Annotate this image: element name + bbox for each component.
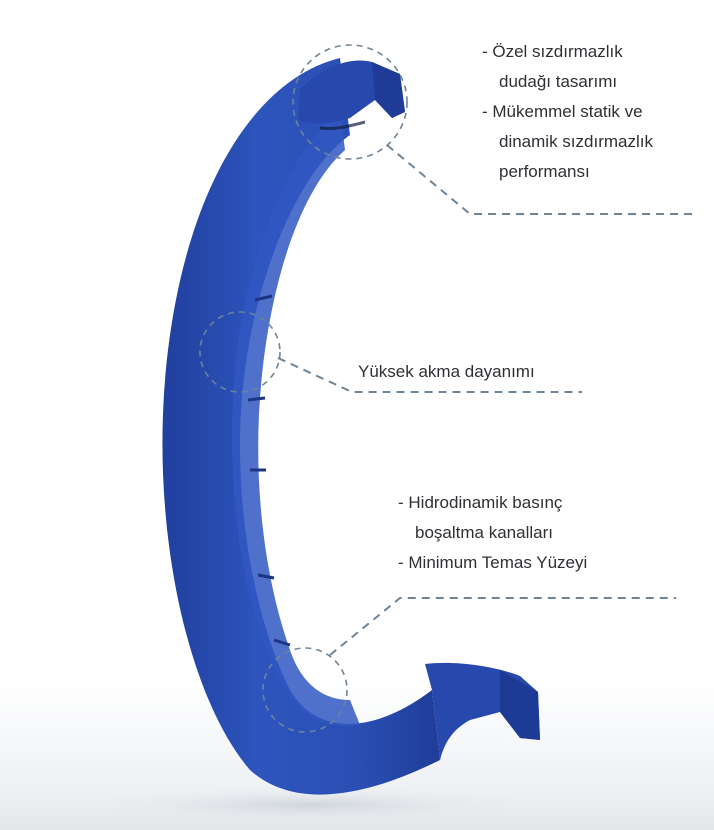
callout-extrusion: Yüksek akma dayanımı bbox=[358, 357, 535, 387]
callout-line: - Minimum Temas Yüzeyi bbox=[398, 553, 588, 572]
callout-line: performansı bbox=[499, 162, 590, 181]
groove bbox=[254, 294, 273, 302]
callout-line: boşaltma kanalları bbox=[415, 523, 553, 542]
callout-line: - Özel sızdırmazlık bbox=[482, 42, 623, 61]
callout-line: - Mükemmel statik ve bbox=[482, 102, 643, 121]
seal-top-lip-face bbox=[372, 62, 405, 118]
callout-circle-hydro bbox=[262, 647, 348, 733]
leader-line-lip bbox=[386, 144, 692, 215]
seal-bottom-lip-face bbox=[500, 670, 540, 740]
seal-ring bbox=[162, 58, 540, 795]
groove bbox=[257, 573, 275, 580]
callout-hydrodynamic: - Hidrodinamik basınç boşaltma kanalları… bbox=[398, 488, 587, 578]
leader-line-hydro bbox=[329, 597, 676, 656]
callout-line: Yüksek akma dayanımı bbox=[358, 362, 535, 381]
callout-line: - Hidrodinamik basınç bbox=[398, 493, 563, 512]
callout-line: dinamik sızdırmazlık bbox=[499, 132, 653, 151]
callout-circle-lip bbox=[292, 44, 408, 160]
groove bbox=[273, 638, 291, 647]
seal-outer-body bbox=[162, 58, 440, 795]
groove bbox=[247, 396, 266, 402]
floor-shadow bbox=[90, 787, 530, 823]
callout-line: dudağı tasarımı bbox=[499, 72, 618, 91]
seal-inner-face bbox=[232, 110, 360, 727]
callout-lip-design: - Özel sızdırmazlık dudağı tasarımı - Mü… bbox=[482, 37, 653, 187]
callout-circle-extrusion bbox=[199, 311, 281, 393]
